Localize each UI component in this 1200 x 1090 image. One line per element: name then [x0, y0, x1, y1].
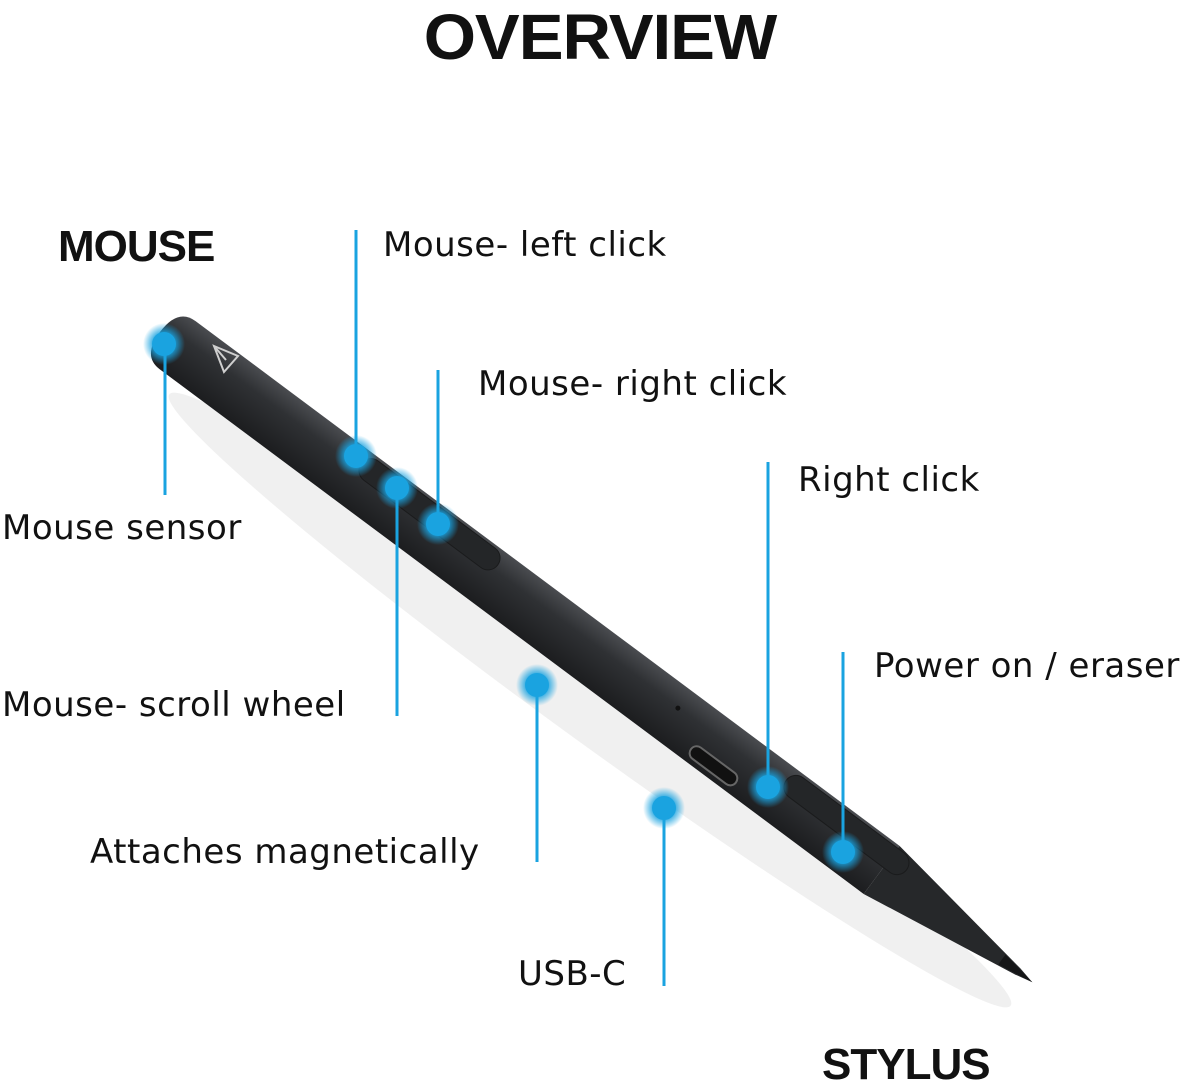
triangle-logo-icon [212, 344, 240, 374]
callout-dots [143, 323, 864, 873]
mouse-heading: MOUSE [58, 222, 215, 271]
callout-mouse-right-click: Mouse- right click [478, 364, 788, 404]
callout-mouse-sensor: Mouse sensor [2, 508, 242, 548]
page-title: OVERVIEW [423, 1, 778, 73]
callout-attaches-magnetically: Attaches magnetically [90, 832, 480, 872]
callout-power-on-eraser: Power on / eraser [874, 646, 1180, 686]
callout-usb-c: USB-C [518, 954, 627, 994]
stylus-heading: STYLUS [822, 1040, 991, 1089]
callout-right-click: Right click [798, 460, 980, 500]
callout-lines [163, 230, 845, 986]
callout-mouse-left-click: Mouse- left click [383, 225, 667, 265]
callout-mouse-scroll-wheel: Mouse- scroll wheel [2, 685, 346, 725]
pen-shadow [168, 392, 1012, 1008]
